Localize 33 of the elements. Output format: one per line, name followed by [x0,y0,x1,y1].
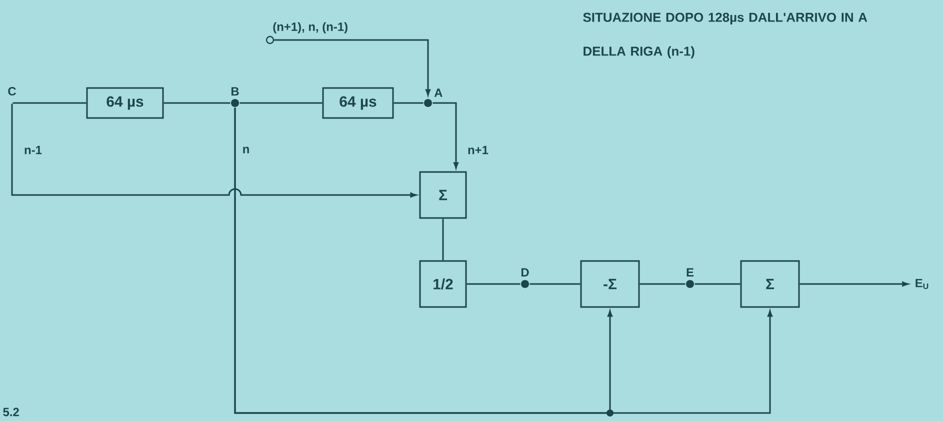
block-box: 64 µs [86,87,164,119]
node-label: E [686,268,694,276]
edge-label: n [243,146,249,154]
connector [240,102,322,104]
edge-label: n-1 [24,146,42,154]
figure-number: 5.2 [3,408,19,416]
node-label: D [521,268,529,276]
connector [530,283,580,285]
output-label: E$_{U}$ [916,278,928,290]
block-box: Σ [419,171,467,219]
block-box: 1/2 [419,260,467,308]
block-box: -Σ [580,260,640,308]
connector [274,39,431,96]
connector [12,102,86,104]
node-label: B [231,87,239,96]
block-box: 64 µs [322,87,394,119]
connector [466,283,520,285]
node-label: A [434,88,442,97]
edge-label: n+1 [468,146,488,154]
connector [234,108,773,414]
connector [11,104,417,198]
connector [640,283,686,285]
connector [442,218,444,260]
connector [432,102,459,169]
block-box: Σ [740,260,800,308]
corner-point: C [8,87,16,96]
input-terminal: (n+1), n, (n-1) [266,22,348,44]
node-label: (n+1), n, (n-1) [273,22,348,34]
connector [694,283,740,285]
caption-text: SITUAZIONE DOPO 128µs DALL'ARRIVO IN A DELLA RIGA (n-1) [583,12,868,58]
connector [164,102,230,104]
connector [394,102,424,104]
connector [800,281,908,287]
